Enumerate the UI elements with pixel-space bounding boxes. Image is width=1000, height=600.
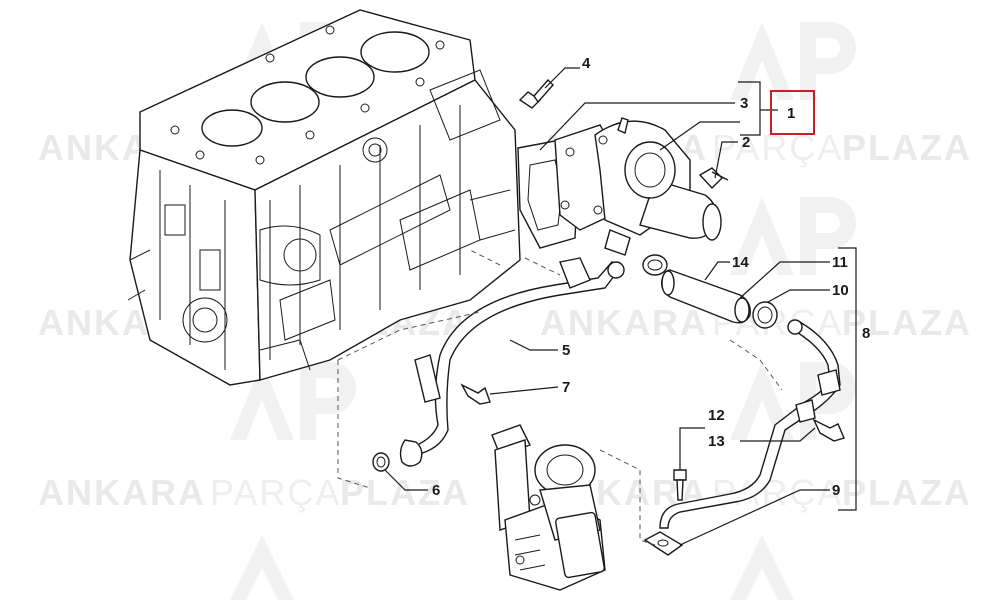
watermark-word: ANKARA [540, 302, 708, 343]
engine-block [127, 9, 521, 386]
callout-7: 7 [562, 379, 570, 396]
cylinder-bore [250, 81, 320, 123]
pipe-5 [399, 257, 625, 467]
callout-1: 1 [787, 105, 795, 122]
callout-4: 4 [582, 55, 591, 72]
hose-clamp [642, 254, 668, 276]
watermark-word: PLAZA [842, 472, 972, 513]
watermark-word: ANKARA [38, 472, 206, 513]
callout-13: 13 [708, 433, 725, 450]
cylinder-bore [201, 109, 263, 147]
highlight-box [770, 90, 815, 135]
watermark-word: PARÇA [712, 472, 843, 513]
callout-11: 11 [832, 254, 848, 271]
pipe-8 [659, 319, 841, 529]
bolt-7 [460, 383, 491, 405]
oil-filter-housing [491, 424, 606, 591]
bolt-13 [812, 418, 845, 442]
callout-9: 9 [832, 482, 840, 499]
watermark-word: PARÇA [210, 472, 341, 513]
temp-sensor-2 [698, 167, 729, 190]
callout-2: 2 [742, 134, 750, 151]
callout-10: 10 [832, 282, 849, 299]
hose-clamp-10 [752, 301, 778, 329]
hose-14 [660, 269, 751, 324]
callout-12: 12 [708, 407, 725, 424]
cylinder-bore [305, 56, 375, 98]
callout-3: 3 [740, 95, 748, 112]
leader-lines [384, 67, 857, 546]
bolt-12 [673, 469, 687, 501]
callout-6: 6 [432, 482, 440, 499]
thermostat-housing [517, 117, 722, 256]
callout-5: 5 [562, 342, 570, 359]
callout-labels: 1 2 3 4 5 6 7 8 9 10 11 12 13 14 [432, 55, 870, 499]
dashed-guides [337, 249, 783, 546]
gasket-9 [643, 531, 684, 556]
cylinder-bore [360, 31, 430, 73]
callout-14: 14 [732, 254, 749, 271]
watermark-word: PLAZA [842, 127, 972, 168]
o-ring-6 [372, 452, 390, 472]
watermark-word: PLAZA [340, 472, 470, 513]
watermark-word: PLAZA [842, 302, 972, 343]
callout-8: 8 [862, 325, 870, 342]
